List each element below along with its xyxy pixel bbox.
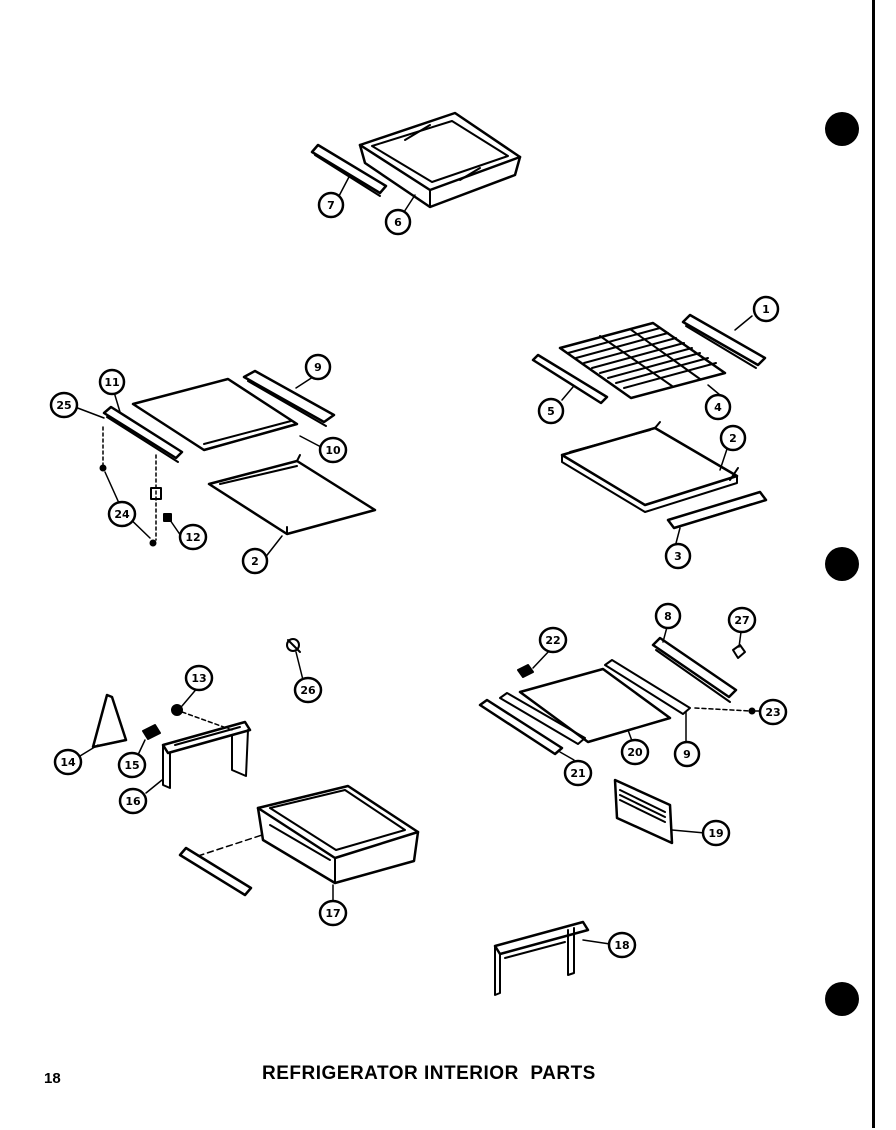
callout-17: 17 (318, 899, 348, 927)
callout-25: 25 (49, 391, 79, 419)
knob-13 (171, 704, 233, 731)
shelf-frame-left (207, 454, 377, 536)
callout-9-upper: 9 (304, 353, 332, 381)
shelf-frame-right (560, 421, 739, 513)
small-parts-right (517, 644, 756, 715)
callout-5: 5 (537, 397, 565, 425)
callout-1: 1 (752, 295, 780, 323)
callout-20: 20 (620, 738, 650, 766)
crisper-cover-panel (613, 778, 674, 845)
page-number: 18 (44, 1070, 61, 1087)
svg-text:18: 18 (614, 939, 629, 952)
svg-text:17: 17 (325, 907, 340, 920)
svg-text:13: 13 (191, 672, 206, 685)
callout-11: 11 (98, 368, 126, 396)
svg-text:3: 3 (674, 550, 682, 563)
bottom-bracket (493, 920, 590, 996)
svg-text:10: 10 (325, 444, 341, 457)
callout-10: 10 (318, 436, 348, 464)
page-title: REFRIGERATOR INTERIOR PARTS (262, 1063, 596, 1084)
callout-8: 8 (654, 602, 682, 630)
shelf-rail-left-upper (531, 353, 609, 405)
callout-7: 7 (317, 191, 345, 219)
svg-text:16: 16 (125, 795, 141, 808)
callout-9-lower: 9 (673, 740, 701, 768)
svg-text:27: 27 (734, 614, 749, 627)
shelf-trim-mid-right (604, 659, 691, 715)
wire-shelf (558, 321, 727, 400)
egg-tray-or-bag (91, 693, 128, 749)
callout-13: 13 (184, 664, 214, 692)
svg-text:26: 26 (300, 684, 316, 697)
svg-text:4: 4 (714, 401, 722, 414)
svg-text:23: 23 (765, 706, 780, 719)
part-26-fastener (286, 638, 301, 653)
svg-text:1: 1 (762, 303, 770, 316)
svg-text:2: 2 (251, 555, 259, 568)
svg-text:25: 25 (56, 399, 71, 412)
bracket-clip-15 (142, 724, 161, 740)
svg-text:11: 11 (104, 376, 119, 389)
svg-text:2: 2 (729, 432, 737, 445)
svg-text:19: 19 (708, 827, 723, 840)
svg-text:14: 14 (60, 756, 76, 769)
svg-text:9: 9 (683, 748, 691, 761)
callout-21: 21 (563, 759, 593, 787)
callout-24: 24 (107, 500, 137, 528)
punch-hole-middle (825, 547, 859, 581)
callout-27: 27 (727, 606, 757, 634)
shelf-support-right (666, 490, 768, 530)
glass-shelf-left (131, 377, 299, 452)
punch-hole-bottom (825, 982, 859, 1016)
glass-shelf-right (518, 667, 672, 744)
svg-text:12: 12 (185, 531, 200, 544)
shelf-trim-rear-right (651, 636, 738, 703)
shelf-trim-front-right (478, 692, 586, 756)
svg-text:8: 8 (664, 610, 672, 623)
callout-16: 16 (118, 787, 148, 815)
callout-2-left: 2 (241, 547, 269, 575)
svg-text:5: 5 (547, 405, 555, 418)
callout-14: 14 (53, 748, 83, 776)
crisper-pan-top (358, 111, 522, 209)
shelf-trim-rear (242, 369, 336, 427)
svg-text:7: 7 (327, 199, 335, 212)
crisper-rail-top (310, 143, 388, 197)
callout-6: 6 (384, 208, 412, 236)
callout-4: 4 (704, 393, 732, 421)
svg-text:20: 20 (627, 746, 643, 759)
callout-2-right: 2 (719, 424, 747, 452)
callout-18: 18 (607, 931, 637, 959)
callout-19: 19 (701, 819, 731, 847)
punch-hole-top (825, 112, 859, 146)
callout-26: 26 (293, 676, 323, 704)
shelf-trim-front (102, 405, 184, 463)
callout-15: 15 (117, 751, 147, 779)
svg-text:21: 21 (570, 767, 585, 780)
shelf-bracket-upper-right (681, 313, 767, 369)
leader-lines (74, 174, 761, 945)
callout-12: 12 (178, 523, 208, 551)
callout-22: 22 (538, 626, 568, 654)
svg-text:6: 6 (394, 216, 402, 229)
page-right-border (872, 0, 875, 1128)
crisper-pan-bottom (256, 784, 420, 885)
screws-and-clips-left (99, 426, 172, 547)
svg-text:9: 9 (314, 361, 322, 374)
callout-23: 23 (758, 698, 788, 726)
cover-support-16 (161, 720, 252, 789)
svg-text:24: 24 (114, 508, 130, 521)
crisper-rail-bottom (178, 834, 263, 897)
svg-text:22: 22 (545, 634, 560, 647)
callout-3: 3 (664, 542, 692, 570)
svg-text:15: 15 (124, 759, 139, 772)
